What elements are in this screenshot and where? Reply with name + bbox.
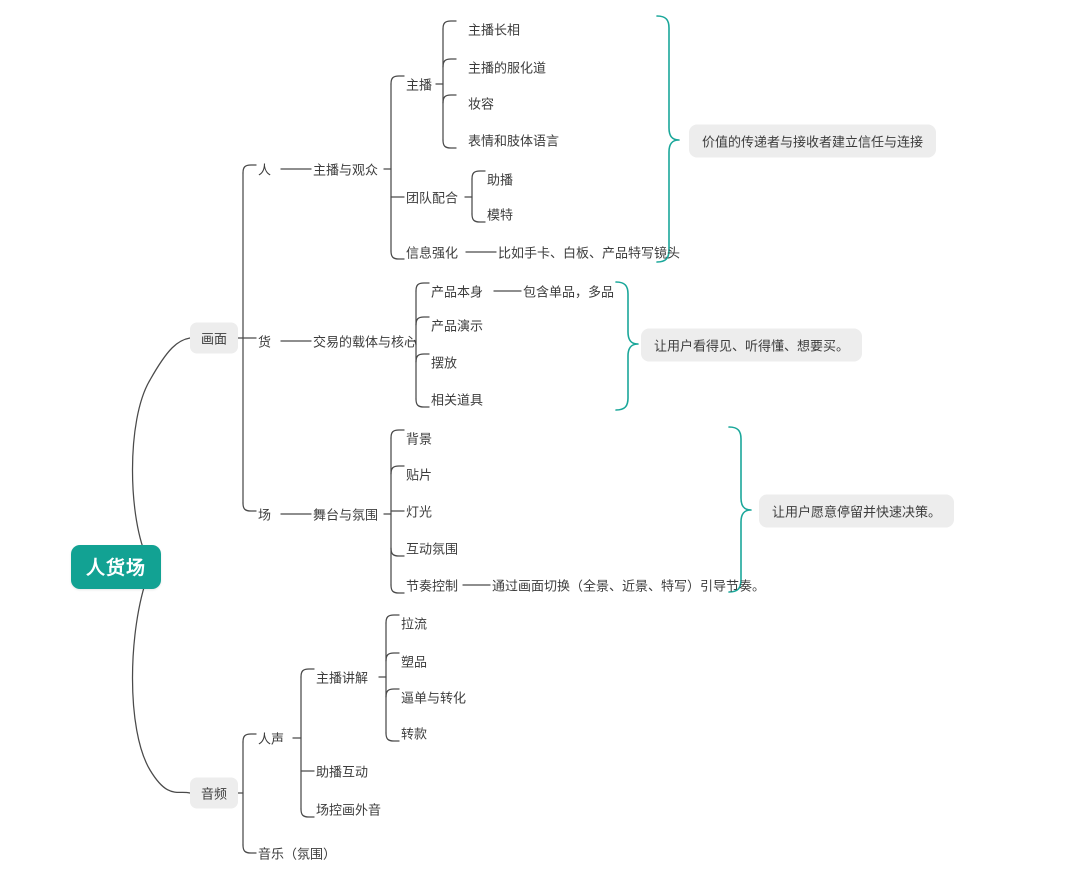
node-rensheng[interactable]: 人声 (258, 731, 285, 747)
wire-huamian-to-ren (242, 164, 257, 174)
wire-tuandui-item1 (471, 170, 486, 180)
bracket-ren (656, 15, 680, 263)
leaf-huo-chanpin-benshen[interactable]: 产品本身 (431, 284, 484, 300)
leaf-jiangjie-bidan-zhuanhua[interactable]: 逼单与转化 (401, 690, 467, 706)
wire-zhubo-item1 (442, 20, 457, 30)
leaf-chang-jiezou-kongzhi-detail[interactable]: 通过画面切换（全景、近景、特写）引导节奏。 (492, 578, 766, 594)
wire-root-to-huamian (131, 337, 191, 561)
wire-rensheng-item3 (300, 808, 315, 818)
note-huo[interactable]: 让用户看得见、听得懂、想要买。 (641, 328, 863, 362)
node-ren-detail[interactable]: 主播与观众 (313, 162, 379, 178)
leaf-chang-beijing[interactable]: 背景 (406, 431, 433, 447)
note-chang[interactable]: 让用户愿意停留并快速决策。 (759, 494, 955, 528)
wire-yinpin-to-rensheng (242, 733, 257, 743)
bracket-huo (615, 281, 639, 411)
wire-chang-item1 (390, 429, 405, 439)
node-ren[interactable]: 人 (258, 162, 272, 178)
wire-chang-item5 (390, 584, 405, 594)
node-yinyue-fenwei[interactable]: 音乐（氛围） (258, 846, 337, 862)
branch-node-yinpin[interactable]: 音频 (190, 777, 239, 809)
leaf-zhubo-biaoqing[interactable]: 表情和肢体语言 (468, 133, 560, 149)
wire-huo-item2 (415, 316, 430, 326)
node-tuandui-peihe[interactable]: 团队配合 (406, 190, 459, 206)
node-chang-detail[interactable]: 舞台与氛围 (313, 507, 379, 523)
wire-chang-item4 (390, 547, 405, 557)
bracket-chang (728, 426, 752, 593)
leaf-chang-dengguang[interactable]: 灯光 (406, 504, 433, 520)
node-zhubo-hudong[interactable]: 助播互动 (316, 764, 369, 780)
wire-tuandui-item2 (471, 213, 486, 223)
leaf-huo-baifang[interactable]: 摆放 (431, 355, 458, 371)
node-chang[interactable]: 场 (258, 507, 272, 523)
node-zhubo[interactable]: 主播 (406, 77, 433, 93)
wire-jiangjie-item3 (385, 688, 400, 698)
wire-huo-item4 (415, 398, 430, 408)
node-huo-detail[interactable]: 交易的载体与核心 (313, 334, 418, 350)
wire-jiangjie-item2 (385, 652, 400, 662)
leaf-chang-hudong-fenwei[interactable]: 互动氛围 (406, 541, 459, 557)
leaf-xinxi-qianghua-detail[interactable]: 比如手卡、白板、产品特写镜头 (498, 245, 681, 261)
root-node-renhuochang[interactable]: 人货场 (71, 545, 162, 589)
leaf-zhubo-fuhuadao[interactable]: 主播的服化道 (468, 60, 547, 76)
wire-zbygz-to-xinxi (390, 250, 405, 260)
leaf-chang-tiepian[interactable]: 贴片 (406, 467, 433, 483)
wire-huo-item1 (415, 282, 430, 292)
wire-root-to-yinpin (131, 574, 191, 794)
leaf-huo-chanpin-benshen-detail[interactable]: 包含单品，多品 (523, 284, 615, 300)
leaf-huo-xiangguan-daoju[interactable]: 相关道具 (431, 392, 484, 408)
leaf-tuandui-zhubo[interactable]: 助播 (487, 172, 514, 188)
wire-jiangjie-item4 (385, 732, 400, 742)
wire-zbygz-to-zhubo (390, 75, 405, 85)
wire-yinpin-to-yinyue (242, 844, 257, 854)
wire-huo-item3 (415, 353, 430, 363)
wire-zhubo-item2 (442, 58, 457, 68)
wire-zhubo-item3 (442, 94, 457, 104)
node-zhubo-jiangjie[interactable]: 主播讲解 (316, 670, 369, 686)
wire-huamian-to-chang (242, 502, 257, 512)
node-xinxi-qianghua[interactable]: 信息强化 (406, 245, 459, 261)
node-changkong-huawaiyin[interactable]: 场控画外音 (316, 802, 382, 818)
wire-rensheng-item1 (300, 668, 315, 678)
note-ren[interactable]: 价值的传递者与接收者建立信任与连接 (689, 124, 937, 158)
wire-chang-item2 (390, 465, 405, 475)
leaf-zhubo-changxiang[interactable]: 主播长相 (468, 22, 521, 38)
leaf-chang-jiezou-kongzhi[interactable]: 节奏控制 (406, 578, 459, 594)
branch-node-huamian[interactable]: 画面 (190, 322, 239, 354)
leaf-tuandui-mote[interactable]: 模特 (487, 207, 514, 223)
leaf-huo-chanpin-yanshi[interactable]: 产品演示 (431, 318, 484, 334)
node-huo[interactable]: 货 (258, 334, 272, 350)
wire-zhubo-item4 (442, 139, 457, 149)
wire-jiangjie-item1 (385, 614, 400, 624)
leaf-jiangjie-laliu[interactable]: 拉流 (401, 616, 428, 632)
leaf-jiangjie-zhuankuan[interactable]: 转款 (401, 726, 428, 742)
leaf-jiangjie-supin[interactable]: 塑品 (401, 654, 428, 670)
leaf-zhubo-zhuangrong[interactable]: 妆容 (468, 96, 495, 112)
